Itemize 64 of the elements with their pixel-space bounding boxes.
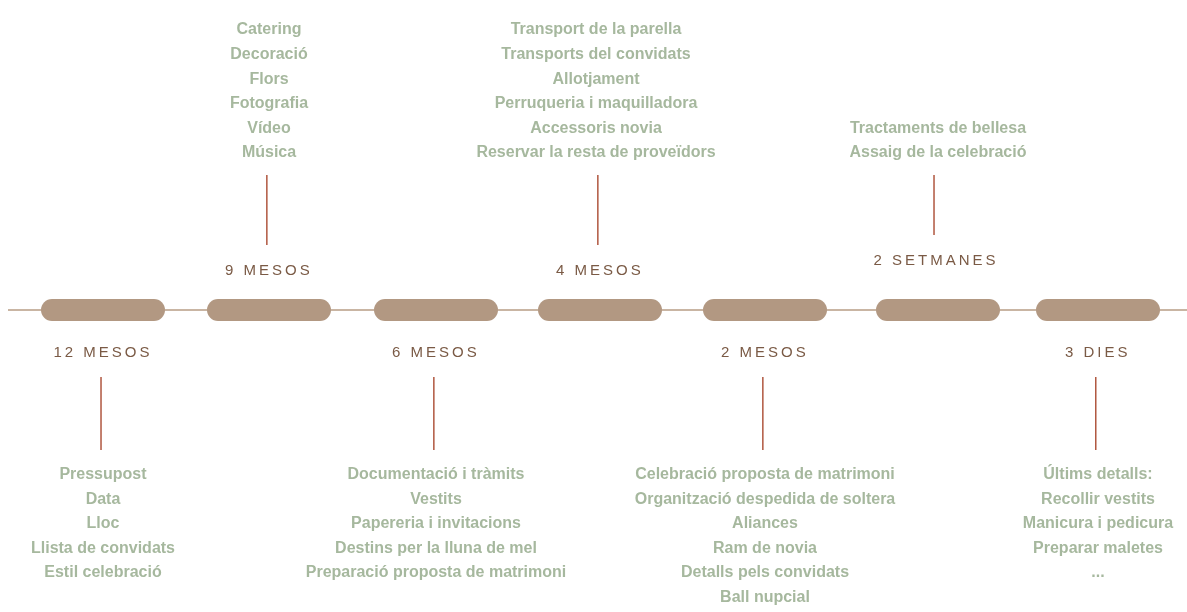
period-label: 3 DIES (1061, 343, 1135, 361)
task-item: Preparació proposta de matrimoni (305, 562, 567, 583)
task-item: Llista de convidats (30, 537, 175, 558)
timeline-bar (41, 299, 165, 321)
period-label: 6 MESOS (388, 343, 484, 361)
task-item: Fotografia (229, 93, 309, 114)
task-item: Transports del convidats (501, 44, 691, 65)
timeline-line (164, 309, 208, 311)
task-item: Vestits (410, 488, 462, 509)
connector-line (762, 376, 764, 451)
timeline-line (826, 309, 877, 311)
period-label: 4 MESOS (552, 261, 648, 279)
task-item: Música (241, 142, 297, 163)
task-item: Estil celebració (44, 562, 162, 583)
task-item: Recollir vestits (1041, 488, 1155, 509)
task-item: Flors (249, 68, 289, 89)
connector-line (266, 174, 268, 246)
task-item: Decoració (230, 44, 308, 65)
task-item: ... (1091, 562, 1105, 583)
period-label: 9 MESOS (221, 261, 317, 279)
timeline-bar (876, 299, 1000, 321)
period-label: 2 MESOS (717, 343, 813, 361)
task-item: Organització despedida de soltera (634, 488, 896, 509)
connector-line (933, 174, 935, 236)
timeline-bar (703, 299, 827, 321)
timeline-line (330, 309, 375, 311)
task-item: Data (85, 488, 121, 509)
timeline-bar (1036, 299, 1160, 321)
connector-line (1095, 376, 1097, 451)
timeline-bar (538, 299, 662, 321)
period-label: 12 MESOS (49, 343, 157, 361)
task-item: Detalls pels convidats (680, 562, 850, 583)
task-item: Perruqueria i maquilladora (494, 93, 698, 114)
connector-line (433, 376, 435, 451)
task-item: Aliances (732, 513, 798, 534)
task-item: Catering (236, 19, 302, 40)
timeline-bar (374, 299, 498, 321)
task-item: Ball nupcial (720, 586, 810, 607)
task-item: Allotjament (552, 68, 640, 89)
connector-line (100, 376, 102, 451)
task-item: Transport de la parella (510, 19, 682, 40)
connector-line (597, 174, 599, 246)
task-item: Pressupost (59, 464, 147, 484)
timeline-bar (207, 299, 331, 321)
task-item: Manicura i pedicura (1022, 513, 1174, 534)
task-item: Celebració proposta de matrimoni (635, 464, 895, 484)
task-item: Documentació i tràmits (347, 464, 525, 484)
task-item: Papereria i invitacions (351, 513, 521, 534)
task-item: Tractaments de bellesa (849, 117, 1027, 138)
task-item: Accessoris novia (530, 117, 662, 138)
task-item: Preparar maletes (1033, 537, 1163, 558)
timeline-line (7, 309, 42, 311)
timeline-line (999, 309, 1037, 311)
period-label: 2 SETMANES (869, 251, 1003, 269)
task-item: Lloc (86, 513, 120, 534)
timeline-line (661, 309, 704, 311)
task-item: Últims detalls: (1043, 463, 1153, 484)
task-item: Assaig de la celebració (849, 142, 1027, 163)
task-item: Vídeo (247, 117, 291, 138)
timeline-line (497, 309, 539, 311)
task-item: Ram de novia (713, 537, 817, 558)
timeline-line (1159, 309, 1187, 311)
task-item: Destins per la lluna de mel (335, 537, 537, 558)
task-item: Reservar la resta de proveïdors (476, 142, 716, 163)
